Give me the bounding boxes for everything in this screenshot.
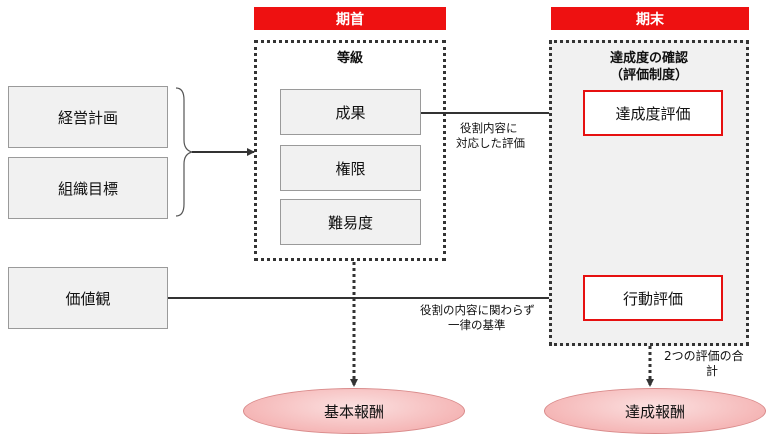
- output-achievement-pay: 達成報酬: [544, 388, 766, 434]
- header-end: 期末: [551, 7, 749, 30]
- achievement-evaluation: 達成度評価: [583, 90, 723, 136]
- grade-item-difficulty: 難易度: [280, 199, 421, 245]
- note-role-line2: 対応した評価: [456, 136, 525, 150]
- input-values: 価値観: [8, 267, 168, 329]
- note-sum-line1: 2つの評価の合: [664, 349, 744, 363]
- brace: [175, 87, 193, 217]
- grade-item-result: 成果: [280, 89, 421, 135]
- confirm-title-line2: （評価制度）: [609, 68, 688, 83]
- input-organization-goal: 組織目標: [8, 157, 168, 219]
- grade-frame: [254, 40, 446, 261]
- note-sum-line2: 計: [706, 364, 719, 378]
- output-base-pay: 基本報酬: [243, 388, 465, 434]
- confirm-title-line1: 達成度の確認: [609, 51, 688, 66]
- note-common-line2: 一律の基準: [448, 318, 506, 332]
- grade-item-authority: 権限: [280, 145, 421, 191]
- header-start: 期首: [254, 7, 446, 30]
- input-management-plan: 経営計画: [8, 86, 168, 148]
- note-common-line1: 役割の内容に関わらず: [420, 303, 535, 317]
- note-role-line1: 役割内容に: [460, 121, 518, 135]
- grade-title: 等級: [336, 51, 363, 66]
- behavior-evaluation: 行動評価: [583, 275, 723, 321]
